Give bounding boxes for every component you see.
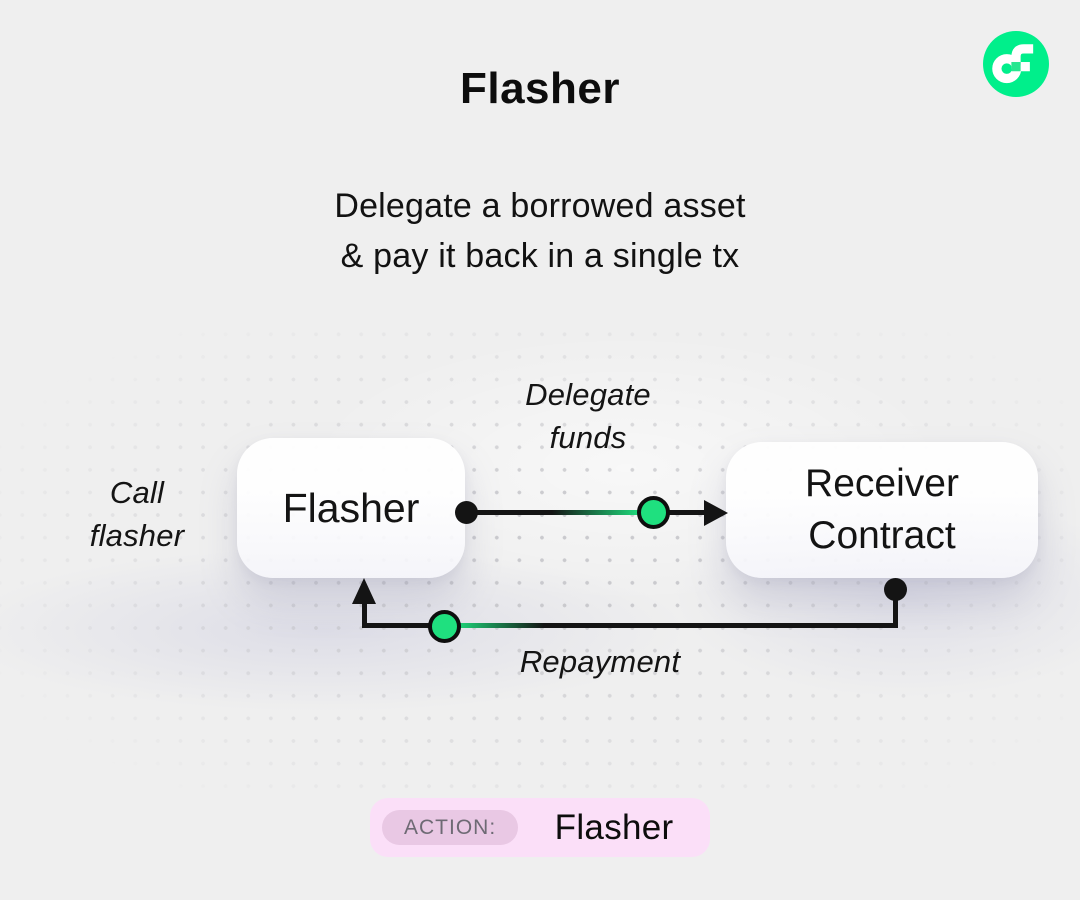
receiver-node-line-1: Receiver: [805, 462, 959, 505]
page-title: Flasher: [459, 64, 620, 113]
call-flasher-label: Call flasher: [47, 471, 227, 557]
repayment-start-dot: [884, 578, 907, 601]
call-flasher-line-2: flasher: [89, 518, 185, 553]
repayment-arrowhead-icon: [352, 578, 376, 604]
delegate-token-dot: [637, 496, 670, 529]
repayment-label: Repayment: [519, 644, 681, 679]
page-subtitle: Delegate a borrowed asset & pay it back i…: [0, 181, 1080, 281]
delegate-funds-line-2: funds: [549, 420, 627, 455]
flasher-node: Flasher: [237, 438, 465, 578]
call-flasher-line-1: Call: [109, 475, 165, 510]
delegate-token-trail: [552, 510, 642, 515]
flow-logo-icon: [983, 31, 1049, 97]
action-badge-value: Flasher: [554, 807, 674, 847]
repayment-token-trail: [452, 623, 544, 628]
subtitle-line-1: Delegate a borrowed asset: [334, 187, 746, 225]
repayment-drop-line: [893, 588, 898, 628]
delegate-arrowhead-icon: [704, 500, 728, 526]
receiver-node-line-2: Contract: [808, 514, 956, 557]
repayment-token-dot: [428, 610, 461, 643]
delegate-start-dot: [455, 501, 478, 524]
repayment-rise-line: [362, 600, 367, 628]
repayment-horizontal-line: [362, 623, 898, 628]
action-badge-prefix: ACTION:: [382, 810, 519, 845]
flasher-node-label: Flasher: [282, 484, 420, 531]
delegate-funds-line-1: Delegate: [525, 377, 651, 412]
subtitle-line-2: & pay it back in a single tx: [340, 237, 740, 275]
delegate-funds-label: Delegate funds: [488, 373, 688, 459]
action-badge: ACTION: Flasher: [370, 798, 710, 857]
